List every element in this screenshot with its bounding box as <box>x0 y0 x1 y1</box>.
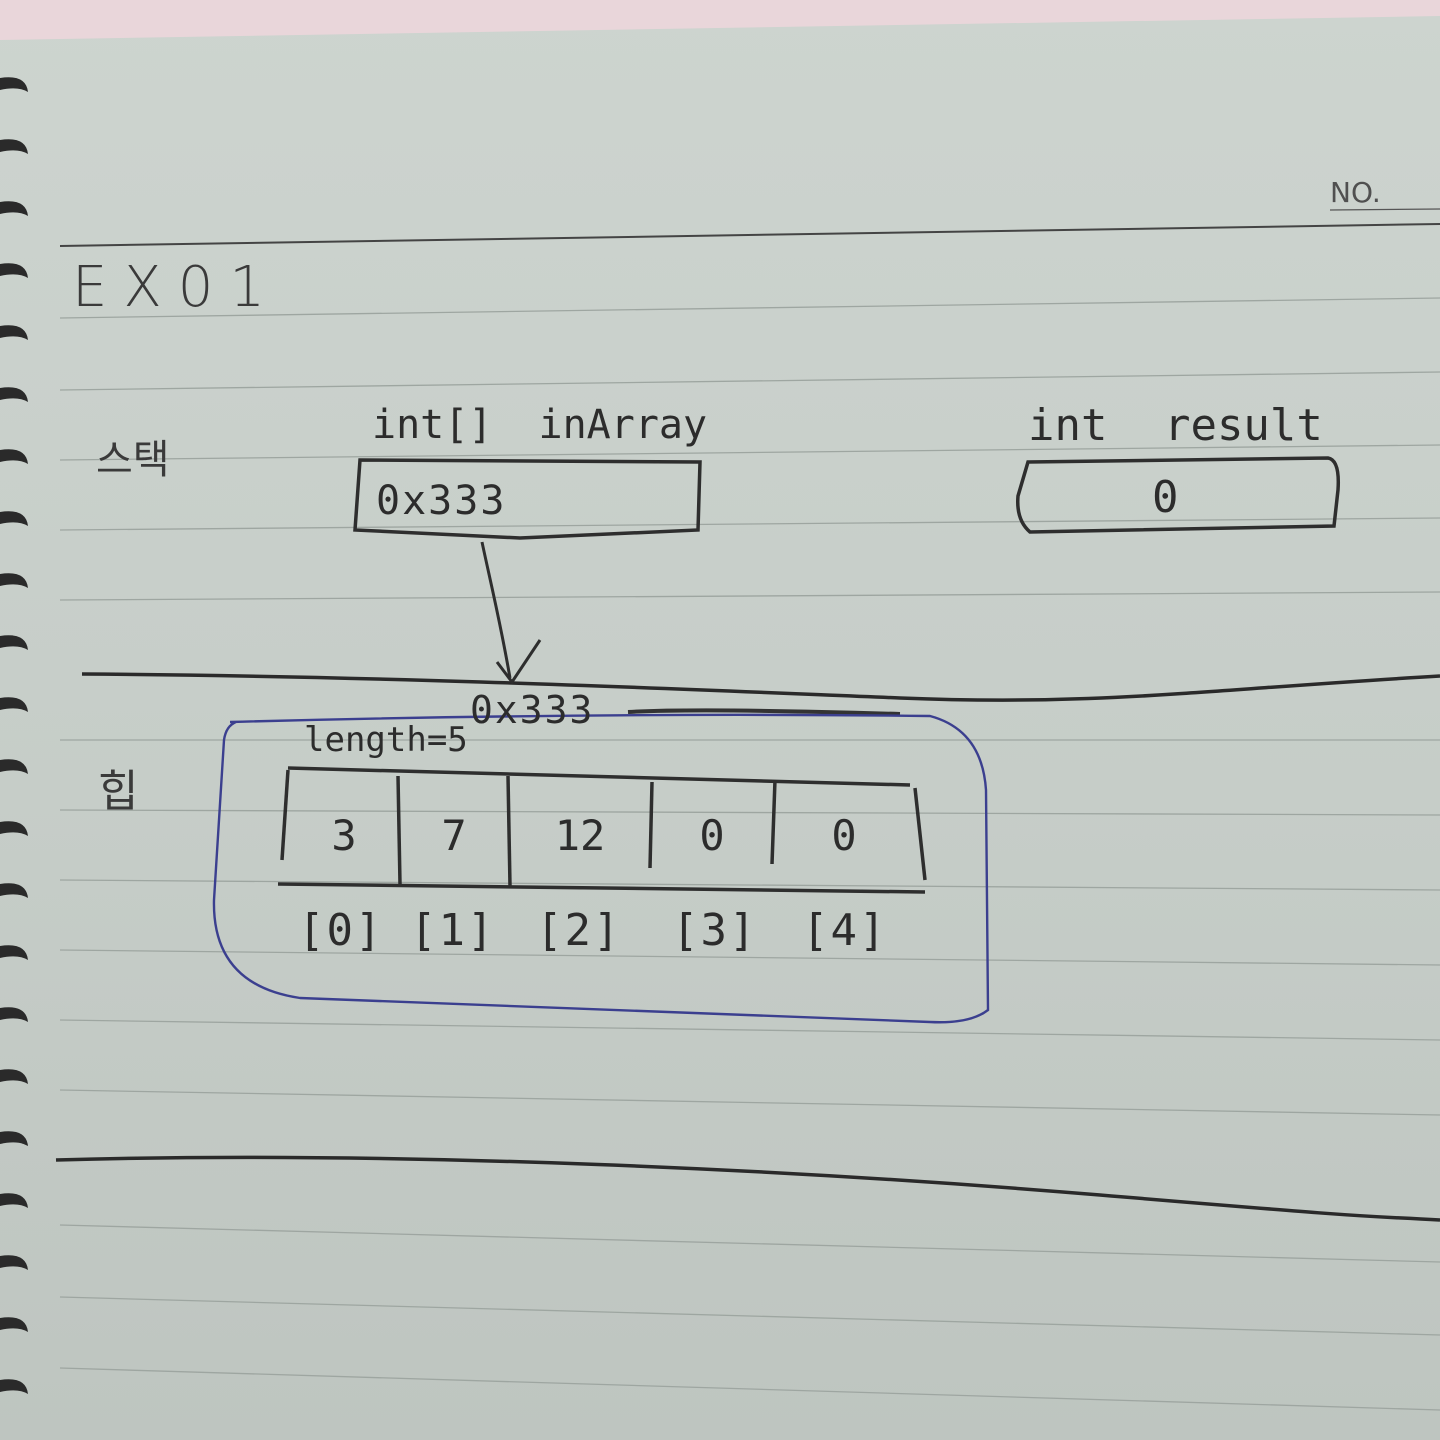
heap-section-label: 힙 <box>98 766 139 817</box>
array-index-0: [0] <box>298 905 384 956</box>
exercise-title: EX01 <box>72 255 282 320</box>
array-index-3: [3] <box>672 905 758 956</box>
array-index-2: [2] <box>536 905 622 956</box>
int-var-value: 0 <box>1152 472 1179 523</box>
stack-section-label: 스택 <box>96 437 170 483</box>
array-cell-2: 12 <box>554 810 606 860</box>
int-var-box <box>1016 456 1341 534</box>
heap-object-outline <box>212 713 990 1024</box>
array-cell-3: 0 <box>699 810 725 860</box>
array-index-4: [4] <box>802 905 888 956</box>
array-length-label: length=5 <box>304 720 468 760</box>
array-var-box <box>353 458 702 540</box>
array-cell-0: 3 <box>331 810 357 860</box>
array-index-1: [1] <box>410 905 496 956</box>
int-var-declaration: int result <box>1028 400 1323 451</box>
heap-address: 0x333 <box>470 688 595 732</box>
array-cell-1: 7 <box>441 810 467 860</box>
array-cell-4: 0 <box>831 810 857 860</box>
array-var-declaration: int[] inArray <box>372 402 708 448</box>
reference-arrow <box>480 541 512 679</box>
array-cells-grid <box>277 766 927 894</box>
array-var-value: 0x333 <box>376 478 507 524</box>
no-label: NO. <box>1330 176 1381 209</box>
